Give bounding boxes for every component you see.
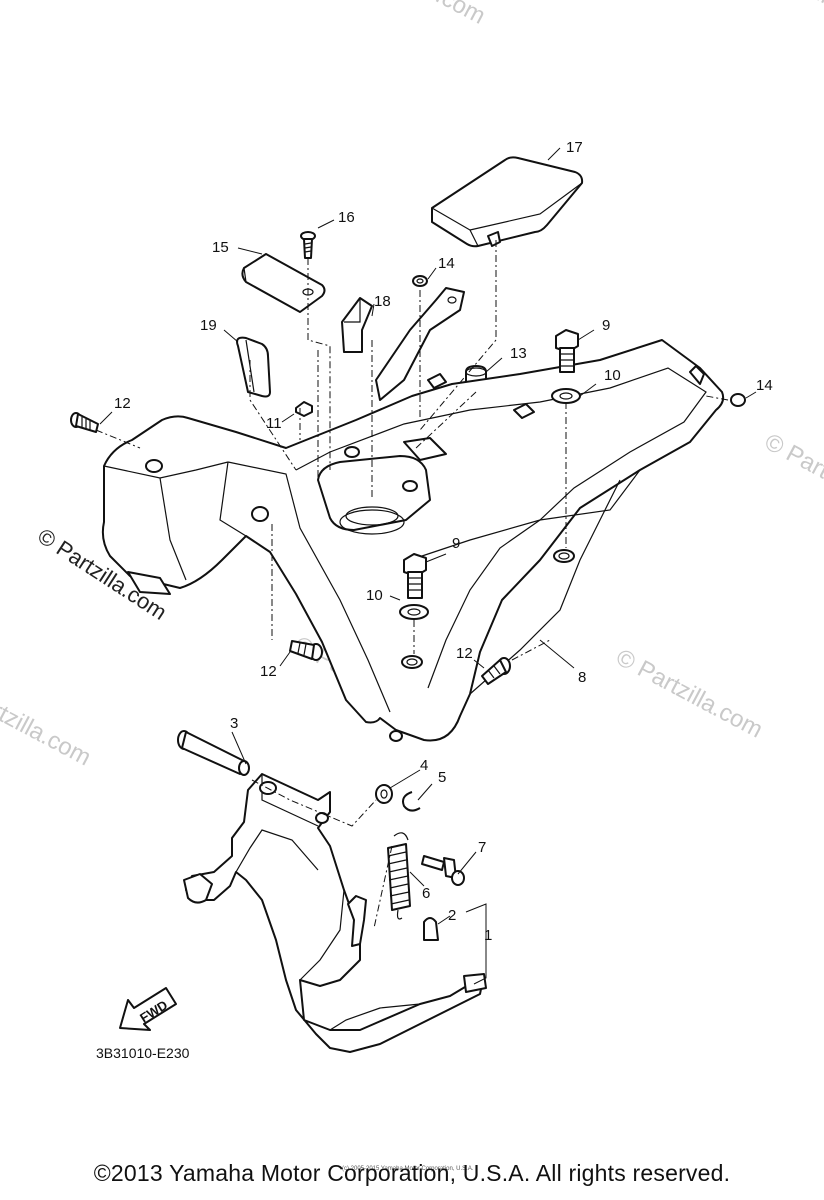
- callout-3: 3: [230, 715, 238, 732]
- callout-18: 18: [374, 293, 391, 310]
- dash-lines: [95, 240, 729, 929]
- callout-9-top: 9: [602, 317, 610, 334]
- callout-2: 2: [448, 907, 456, 924]
- part-17-pad: [431, 156, 584, 248]
- part-7-bolt: [421, 855, 465, 886]
- callout-14-right: 14: [756, 377, 773, 394]
- callout-6: 6: [422, 885, 430, 902]
- part-10-washer-top: [551, 388, 581, 404]
- callout-4: 4: [420, 757, 428, 774]
- callout-13: 13: [510, 345, 527, 362]
- part-6-spring: [387, 832, 411, 920]
- copyright-text: ©2013 Yamaha Motor Corporation, U.S.A. A…: [93, 1160, 731, 1186]
- callout-11: 11: [266, 415, 282, 432]
- leader-lines: [99, 147, 757, 985]
- part-12-bolt-right: [481, 657, 511, 685]
- part-9-bolt-center: [403, 553, 427, 599]
- callout-1: 1: [484, 927, 492, 944]
- part-1-center-stand: [183, 773, 487, 1053]
- part-14-grommet-right: [730, 393, 746, 407]
- part-9-bolt-top: [555, 329, 579, 373]
- part-3-shaft: [177, 730, 250, 776]
- part-4-washer: [375, 784, 393, 804]
- fwd-arrow-icon: FWD: [119, 987, 177, 1031]
- part-5-circlip: [402, 791, 421, 812]
- callout-16: 16: [338, 209, 355, 226]
- callout-7: 7: [478, 839, 486, 856]
- callout-10-top: 10: [604, 367, 621, 384]
- callout-8: 8: [578, 669, 586, 686]
- callout-labels: 1 2 3 4 5 6 7 8 9 9 10 10 11 12 12 12 13…: [114, 139, 773, 944]
- callout-15: 15: [212, 239, 229, 256]
- part-19-strip: [236, 336, 271, 398]
- watermark-text: © Partzilla.com: [737, 0, 824, 40]
- part-15-lid: [241, 253, 326, 313]
- callout-14-top: 14: [438, 255, 455, 272]
- part-18-plate: [341, 297, 373, 353]
- callout-12-left: 12: [114, 395, 131, 412]
- callout-10-center: 10: [366, 587, 383, 604]
- callout-19: 19: [200, 317, 217, 334]
- part-2-stopper: [423, 917, 439, 941]
- part-14-grommet-top: [412, 275, 428, 287]
- callout-12-right: 12: [456, 645, 473, 662]
- part-12-bolt-left: [70, 412, 99, 433]
- part-16-screw: [300, 231, 316, 259]
- callout-5: 5: [438, 769, 446, 786]
- fine-print: (c) 2005-2015 Yamaha Motor Corporation, …: [342, 1166, 474, 1172]
- diagram-code: 3B31010-E230: [96, 1045, 190, 1061]
- part-8-footrest-body: [101, 287, 725, 742]
- part-12-bolt-center: [289, 640, 323, 661]
- watermark-text: © Partzilla.com: [760, 428, 824, 528]
- watermark-text: © Partzilla.com: [612, 644, 767, 744]
- callout-9-center: 9: [452, 535, 460, 552]
- part-10-washer-center: [399, 604, 429, 620]
- part-11-clip: [295, 401, 313, 417]
- callout-12-center: 12: [260, 663, 277, 680]
- watermark-text: © Partzilla.com: [334, 0, 489, 30]
- callout-17: 17: [566, 139, 583, 156]
- watermark-text: © Partzilla.com: [0, 672, 95, 772]
